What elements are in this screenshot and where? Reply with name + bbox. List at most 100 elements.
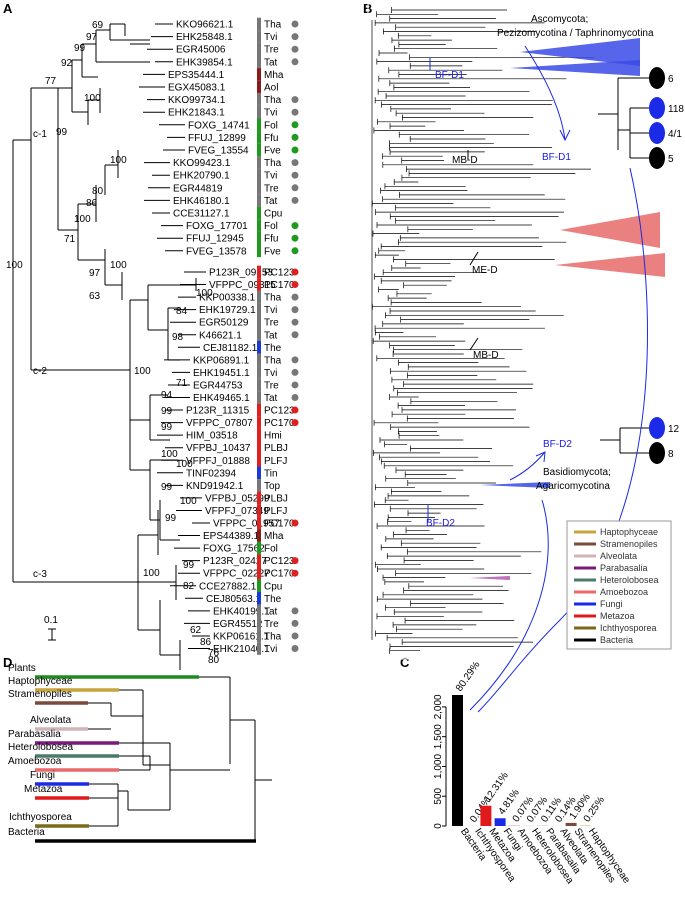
support-value: 100 [180, 496, 197, 507]
support-value: 99 [165, 513, 177, 524]
species-label: The [264, 343, 282, 354]
species-bar [257, 516, 261, 530]
leaf-label: VFPPC_01957 [213, 519, 280, 530]
species-label: Tre [264, 318, 279, 329]
species-label: Tvi [264, 171, 277, 182]
leaf-label: KKP06891.1 [193, 355, 250, 366]
species-label: PLFJ [264, 506, 287, 517]
taxon-label: Parabasalia [8, 729, 61, 740]
species-bar [257, 579, 261, 593]
species-label: PC123 [264, 556, 295, 567]
support-value: 100 [196, 288, 213, 299]
species-bar [257, 353, 261, 367]
support-value: 86 [86, 198, 98, 209]
taxon-label: Ichthyosporea [9, 812, 72, 823]
species-dot [291, 121, 299, 129]
panel-b-annotations: Ascomycota; Pezizomycotina / Taphrinomyc… [426, 14, 654, 529]
bf-d2-left-label: BF-D2 [426, 518, 455, 529]
clade-oval-blue [649, 417, 665, 439]
taxon-label: Alveolata [30, 715, 72, 726]
species-label: Ffu [264, 234, 278, 245]
species-bar [257, 244, 261, 258]
species-dot [291, 234, 299, 242]
species-bar [257, 278, 261, 291]
support-value: 82 [183, 581, 195, 592]
taxon-label: Fungi [30, 770, 55, 781]
species-label: Tat [264, 606, 278, 617]
leaf-label: FOXG_17562 [203, 544, 265, 555]
clade-oval-blue [649, 122, 665, 144]
species-label: Tat [264, 196, 278, 207]
leaf-label: EPS44389.1 [203, 531, 260, 542]
leaf-label: KKO96621.1 [176, 20, 234, 31]
leaf-label: FVEG_13578 [186, 246, 247, 257]
leaf-label: EHK21843.1 [168, 108, 225, 119]
species-label: Tat [264, 57, 278, 68]
leaf-label: EHK21040.1 [213, 644, 270, 655]
species-label: PC170 [264, 569, 295, 580]
panel-a-tree [12, 23, 210, 670]
species-label: Cpu [264, 209, 282, 220]
leaf-label: FOXG_17701 [186, 221, 248, 232]
species-bar [257, 428, 261, 442]
taxon-label: Haptophyceae [8, 676, 73, 687]
species-label: Tha [264, 95, 282, 106]
support-value: 77 [45, 76, 57, 87]
legend-label: Alveolata [600, 551, 637, 561]
species-bar [257, 592, 261, 605]
bf-d2-inset [600, 427, 650, 454]
metazoa-clade [555, 253, 665, 277]
species-bar [257, 231, 261, 245]
species-bar [257, 541, 261, 555]
leaf-label: FOXG_14741 [188, 120, 250, 131]
support-value: 92 [61, 58, 73, 69]
species-label: Tre [264, 45, 279, 56]
taxon-label: Stramenopiles [8, 689, 72, 700]
species-bar [257, 341, 261, 354]
species-bar [257, 265, 261, 279]
y-tick-label: 1,500 [433, 724, 444, 749]
clade-oval-blue [649, 97, 665, 119]
count-label: 5 [668, 154, 674, 165]
leaf-label: CEJ81182.1 [203, 343, 258, 354]
bf-d1-right-label: BF-D1 [542, 152, 571, 163]
species-bar [257, 93, 261, 106]
agaricomycotina-label: Agaricomycotina [536, 481, 610, 492]
species-bar [257, 55, 261, 69]
species-bar [257, 566, 261, 580]
support-value: 71 [64, 234, 76, 245]
species-label: PC123 [264, 406, 295, 417]
leaf-label: KKO99423.1 [173, 158, 231, 169]
legend-label: Parabasalia [600, 563, 648, 573]
species-bar [257, 529, 261, 542]
me-d-label: ME-D [472, 265, 498, 276]
species-bar [257, 315, 261, 329]
species-dot [291, 196, 299, 204]
support-value: 86 [200, 637, 212, 648]
species-label: Tha [264, 355, 282, 366]
species-dot [291, 394, 299, 401]
panel-b-legend: HaptophyceaeStramenopilesAlveolataParaba… [566, 520, 672, 650]
species-bar [257, 219, 261, 232]
species-label: Tha [264, 631, 282, 642]
species-dot [291, 33, 299, 41]
panel-b-black-arrows [467, 150, 479, 351]
species-label: Fol [264, 221, 278, 232]
species-label: Tvi [264, 32, 277, 43]
bf-d2-right-label: BF-D2 [543, 439, 572, 450]
leaf-label: P123R_09153 [209, 268, 273, 279]
species-label: Mha [264, 531, 284, 542]
leaf-label: CCE31127.1 [173, 209, 230, 220]
panel-b-big-tree [371, 7, 665, 654]
bf-d1-inset [598, 77, 650, 159]
leaf-label: FVEG_13554 [188, 146, 249, 157]
species-dot [291, 318, 299, 326]
species-dot [291, 406, 299, 414]
species-dot [291, 356, 299, 364]
leaf-label: P123R_11315 [186, 406, 250, 417]
species-dot [291, 557, 299, 565]
leaf-label: KKP00338.1 [199, 293, 256, 304]
basidiomycota-label: Basidiomycota; [543, 467, 611, 478]
legend-label: Stramenopiles [600, 539, 658, 549]
